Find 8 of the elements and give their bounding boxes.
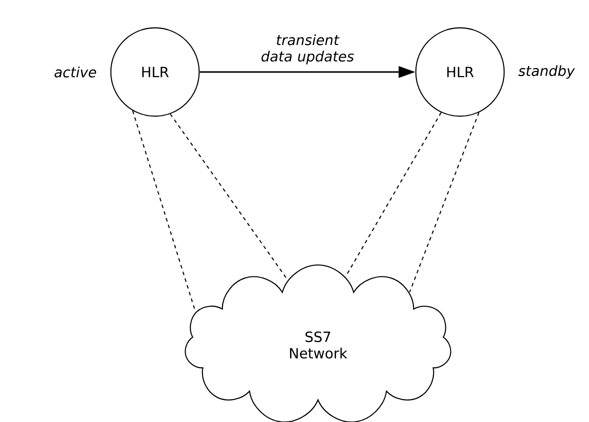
circle-node: HLR — [415, 27, 505, 117]
dashed-line — [409, 112, 480, 292]
side-label: active — [54, 66, 96, 78]
side-label: standby — [518, 65, 575, 79]
circle-node: HLR — [110, 27, 200, 117]
dashed-line — [170, 114, 288, 280]
dashed-line — [132, 110, 196, 312]
edge-label: transient data updates — [262, 34, 354, 64]
